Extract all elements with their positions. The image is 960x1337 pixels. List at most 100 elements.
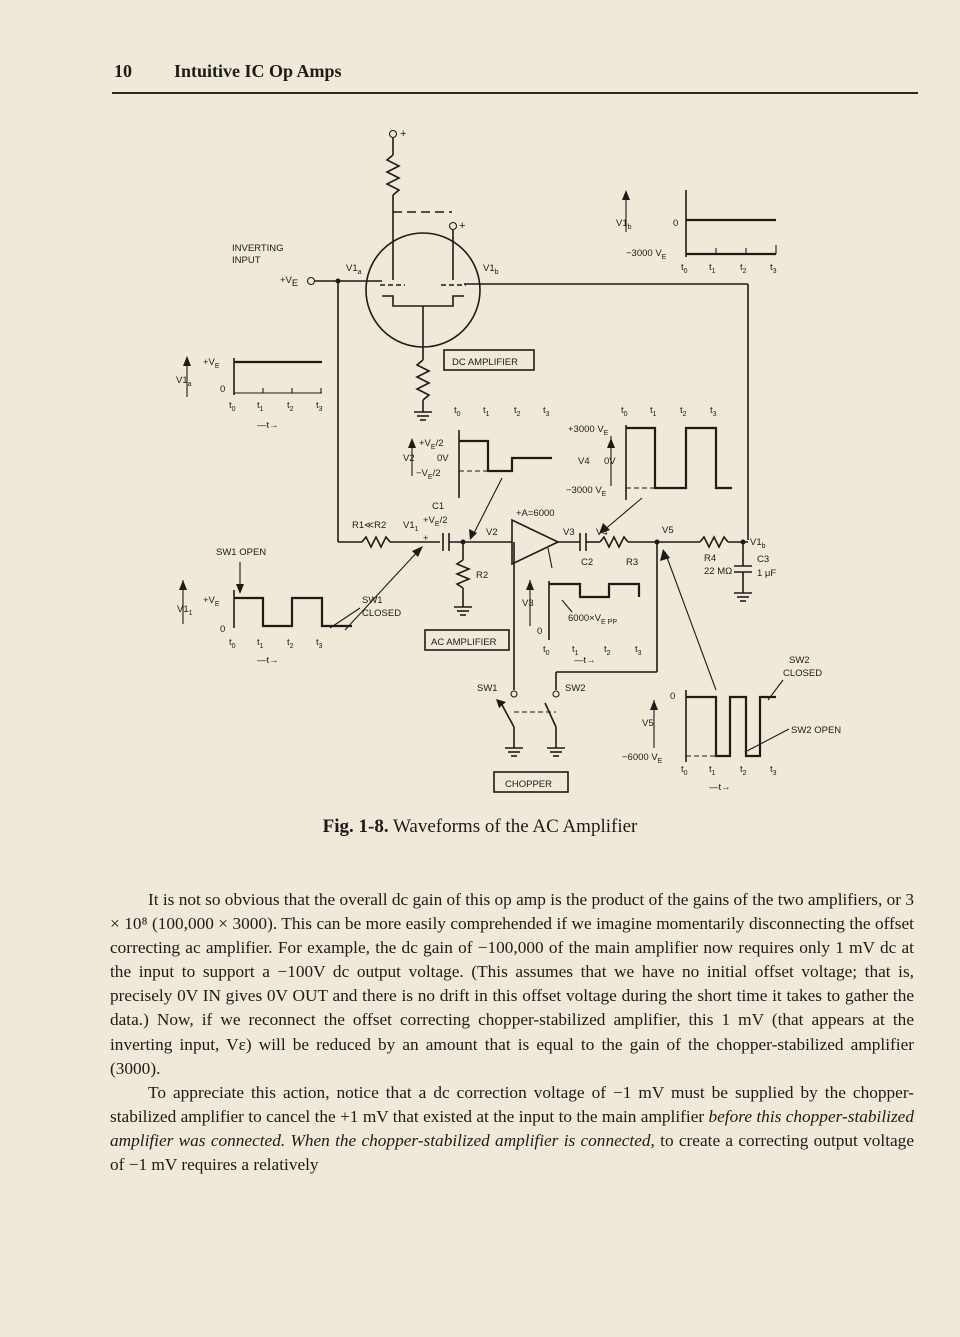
r3-resistor: [599, 535, 629, 549]
svg-text:t1: t1: [257, 400, 264, 413]
svg-text:+VE: +VE: [203, 595, 220, 608]
book-title: Intuitive IC Op Amps: [174, 61, 342, 81]
supply-terminal-2: [448, 221, 458, 231]
chopper-label-box: [493, 771, 569, 793]
svg-text:+VE: +VE: [203, 357, 220, 370]
svg-text:V3: V3: [563, 527, 575, 538]
inverting-input-label: INVERTING: [232, 243, 284, 254]
svg-text:C3: C3: [757, 554, 769, 565]
svg-text:R4: R4: [704, 553, 716, 564]
r1-resistor: [361, 535, 391, 549]
figure-caption-text: Waveforms of the AC Amplifier: [393, 816, 638, 837]
figure-caption: Fig. 1-8. Waveforms of the AC Amplifier: [0, 816, 960, 838]
svg-text:t1: t1: [709, 262, 716, 275]
svg-text:22 MΩ: 22 MΩ: [704, 566, 732, 577]
svg-text:SW1: SW1: [477, 683, 498, 694]
svg-text:V1b: V1b: [750, 537, 766, 550]
v1a-label: V1a: [346, 263, 362, 276]
v5-waveform: 0 V5 −6000 VE SW2 CLOSED SW2 OPEN t0 t1 …: [622, 549, 841, 793]
svg-text:V2: V2: [486, 527, 498, 538]
svg-text:t0: t0: [543, 644, 550, 657]
svg-text:t0: t0: [681, 262, 688, 275]
svg-text:V1a: V1a: [176, 375, 192, 388]
svg-text:t2: t2: [604, 644, 611, 657]
ac-amplifier-label-box: [424, 629, 510, 651]
svg-text:V11: V11: [403, 520, 419, 533]
svg-text:t2: t2: [740, 764, 747, 777]
svg-text:t3: t3: [635, 644, 642, 657]
supply-plus-label: +: [400, 128, 406, 140]
ac-amplifier-label: AC AMPLIFIER: [431, 637, 497, 648]
svg-text:−3000 VE: −3000 VE: [566, 485, 607, 498]
svg-text:CLOSED: CLOSED: [362, 608, 401, 619]
svg-text:t2: t2: [287, 637, 294, 650]
svg-text:C1: C1: [432, 501, 444, 512]
svg-text:t0: t0: [454, 405, 461, 418]
svg-text:t3: t3: [543, 405, 550, 418]
ac-amplifier-triangle: [511, 518, 560, 566]
svg-text:V1b: V1b: [616, 218, 632, 231]
svg-text:1 μF: 1 μF: [757, 568, 776, 579]
svg-text:+: +: [423, 533, 429, 544]
svg-text:t0: t0: [681, 764, 688, 777]
svg-text:V11: V11: [177, 604, 193, 617]
paragraph-2: To appreciate this action, notice that a…: [110, 1082, 914, 1175]
svg-text:0: 0: [220, 384, 225, 395]
svg-text:0: 0: [537, 626, 542, 637]
inverting-input-label-2: INPUT: [232, 255, 261, 266]
svg-text:0V: 0V: [437, 453, 449, 464]
svg-text:t2: t2: [287, 400, 294, 413]
svg-text:—t→: —t→: [709, 782, 731, 793]
svg-text:t3: t3: [770, 764, 777, 777]
svg-text:SW2 OPEN: SW2 OPEN: [791, 725, 841, 736]
input-terminal: [306, 276, 316, 286]
svg-text:t1: t1: [709, 764, 716, 777]
svg-text:—t→: —t→: [257, 655, 279, 666]
svg-text:t3: t3: [770, 262, 777, 275]
svg-text:—t→: —t→: [257, 420, 279, 431]
supply-terminal: [388, 129, 398, 139]
svg-text:V5: V5: [642, 718, 654, 729]
svg-text:t1: t1: [650, 405, 657, 418]
svg-text:+VE/2: +VE/2: [419, 438, 444, 451]
svg-text:t2: t2: [680, 405, 687, 418]
svg-text:V3: V3: [522, 598, 534, 609]
svg-text:SW1 OPEN: SW1 OPEN: [216, 547, 266, 558]
dc-amplifier-label-box: [443, 349, 535, 371]
plus-ve-input-label: +VE: [280, 275, 298, 289]
cathode-resistor: [415, 359, 431, 401]
dc-amplifier-label: DC AMPLIFIER: [452, 357, 518, 368]
svg-text:t1: t1: [257, 637, 264, 650]
v1b-waveform: V1b 0 −3000 VE t0 t1 t2 t3: [616, 190, 777, 275]
svg-text:V5: V5: [662, 525, 674, 536]
figure-caption-label: Fig. 1-8.: [322, 816, 389, 837]
svg-text:R3: R3: [626, 557, 638, 568]
svg-text:−VE/2: −VE/2: [416, 468, 441, 481]
svg-text:R2: R2: [476, 570, 488, 581]
v2-waveform: +VE/2 V2 0V −VE/2 t0 t1 t2 t3: [403, 405, 552, 540]
v4-waveform: +3000 VE V4 0V −3000 VE t0 t1 t2 t3: [566, 405, 732, 534]
svg-text:—t→: —t→: [574, 655, 596, 666]
svg-text:SW2: SW2: [789, 655, 810, 666]
svg-text:SW2: SW2: [565, 683, 586, 694]
svg-text:t1: t1: [572, 644, 579, 657]
svg-text:t2: t2: [514, 405, 521, 418]
svg-text:t0: t0: [621, 405, 628, 418]
svg-text:6000×VE PP: 6000×VE PP: [568, 613, 617, 626]
v1b-label: V1b: [483, 263, 499, 276]
r2-resistor: [454, 559, 472, 589]
svg-text:t3: t3: [710, 405, 717, 418]
plate-resistor: [385, 154, 401, 196]
svg-text:−3000 VE: −3000 VE: [626, 248, 667, 261]
svg-text:0: 0: [673, 218, 678, 229]
svg-text:t3: t3: [316, 637, 323, 650]
svg-text:t3: t3: [316, 400, 323, 413]
page-header: 10 Intuitive IC Op Amps: [112, 58, 918, 94]
svg-text:t2: t2: [740, 262, 747, 275]
svg-text:0: 0: [670, 691, 675, 702]
svg-text:t0: t0: [229, 637, 236, 650]
svg-text:+3000 VE: +3000 VE: [568, 424, 609, 437]
svg-text:0: 0: [220, 624, 225, 635]
svg-text:V4: V4: [578, 456, 590, 467]
svg-text:C2: C2: [581, 557, 593, 568]
